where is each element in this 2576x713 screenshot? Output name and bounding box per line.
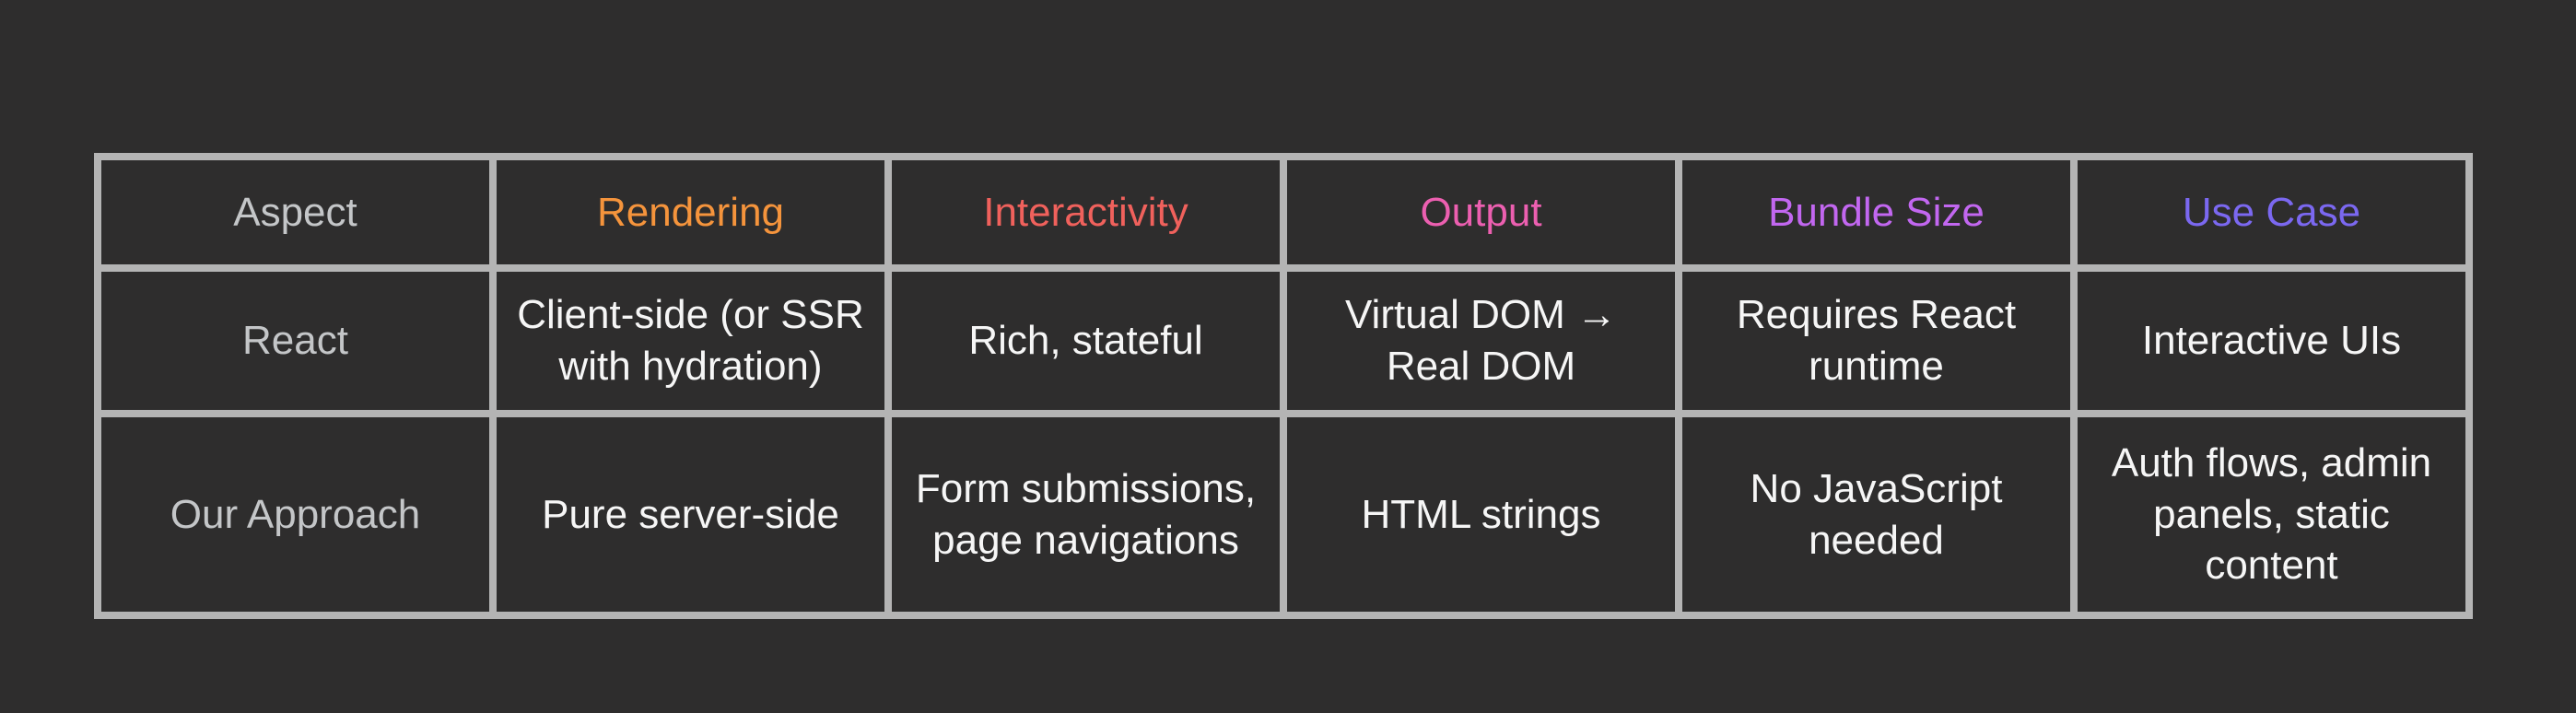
cell-text: No JavaScript needed	[1750, 465, 2003, 563]
cell-our-approach-use-case: Auth flows, admin panels, static content	[2070, 410, 2473, 619]
cell-text: Virtual DOM → Real DOM	[1344, 292, 1618, 389]
cell-react-use-case: Interactive UIs	[2070, 264, 2473, 417]
header-label-interactivity: Interactivity	[983, 189, 1188, 235]
header-label-aspect: Aspect	[233, 189, 357, 235]
cell-our-approach-output: HTML strings	[1280, 410, 1682, 619]
header-cell-aspect: Aspect	[94, 153, 497, 272]
cell-text: Client-side (or SSR with hydration)	[517, 292, 864, 389]
cell-text: HTML strings	[1361, 491, 1601, 537]
cell-text: Form submissions, page navigations	[915, 465, 1257, 563]
header-row: Aspect Rendering Interactivity Output Bu…	[94, 153, 2473, 272]
header-label-rendering: Rendering	[596, 189, 785, 235]
cell-our-approach-interactivity: Form submissions, page navigations	[884, 410, 1287, 619]
header-cell-bundle-size: Bundle Size	[1675, 153, 2078, 272]
cell-react-interactivity: Rich, stateful	[884, 264, 1287, 417]
cell-text: Rich, stateful	[968, 318, 1203, 364]
cell-our-approach-rendering: Pure server-side	[489, 410, 892, 619]
header-label-bundle-size: Bundle Size	[1768, 189, 1985, 235]
header-cell-use-case: Use Case	[2070, 153, 2473, 272]
cell-our-approach-bundle-size: No JavaScript needed	[1675, 410, 2078, 619]
comparison-table: Aspect Rendering Interactivity Output Bu…	[94, 153, 2473, 619]
cell-react-rendering: Client-side (or SSR with hydration)	[489, 264, 892, 417]
cell-text: Pure server-side	[542, 491, 839, 537]
header-cell-rendering: Rendering	[489, 153, 892, 272]
cell-text: Interactive UIs	[2141, 318, 2402, 364]
header-cell-output: Output	[1280, 153, 1682, 272]
row-label-cell-our-approach: Our Approach	[94, 410, 497, 619]
cell-text: Auth flows, admin panels, static content	[2111, 439, 2432, 589]
table-row-our-approach: Our Approach Pure server-side Form submi…	[94, 410, 2473, 619]
cell-text: Requires React runtime	[1736, 292, 2017, 389]
cell-react-output: Virtual DOM → Real DOM	[1280, 264, 1682, 417]
row-label-our-approach: Our Approach	[170, 491, 421, 537]
header-label-output: Output	[1420, 189, 1542, 235]
cell-react-bundle-size: Requires React runtime	[1675, 264, 2078, 417]
header-label-use-case: Use Case	[2182, 189, 2361, 235]
header-cell-interactivity: Interactivity	[884, 153, 1287, 272]
row-label-cell-react: React	[94, 264, 497, 417]
row-label-react: React	[242, 318, 348, 364]
table-row-react: React Client-side (or SSR with hydration…	[94, 264, 2473, 417]
